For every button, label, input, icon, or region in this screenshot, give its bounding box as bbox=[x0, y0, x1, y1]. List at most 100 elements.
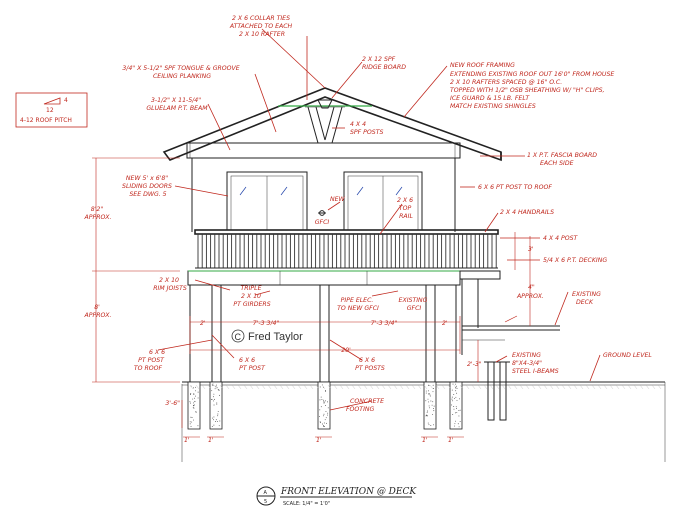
stipple-dot bbox=[427, 422, 429, 424]
stipple-dot bbox=[190, 393, 192, 395]
ground-tick bbox=[591, 384, 596, 390]
stipple-dot bbox=[195, 395, 196, 397]
ground-tick bbox=[483, 384, 488, 390]
ground-tick bbox=[303, 384, 308, 390]
ground-tick bbox=[189, 384, 194, 390]
stipple-dot bbox=[457, 423, 459, 425]
stipple-dot bbox=[451, 389, 453, 391]
note-planking: 3/4" X 5-1/2" SPF TONGUE & GROOVE CEILIN… bbox=[122, 65, 241, 80]
stipple-dot bbox=[323, 413, 325, 415]
stipple-dot bbox=[431, 404, 433, 406]
ground-tick bbox=[429, 384, 434, 390]
ground-tick bbox=[573, 384, 578, 390]
stipple-dot bbox=[327, 412, 329, 414]
stipple-dot bbox=[217, 411, 219, 412]
ground-tick bbox=[657, 384, 662, 390]
ground-tick bbox=[651, 384, 656, 390]
stipple-dot bbox=[458, 415, 460, 417]
stipple-dot bbox=[455, 396, 457, 398]
stipple-dot bbox=[197, 391, 199, 393]
stipple-dot bbox=[428, 424, 430, 426]
stipple-dot bbox=[427, 390, 429, 392]
post-2 bbox=[319, 284, 330, 383]
stipple-dot bbox=[459, 398, 460, 400]
ground-tick bbox=[297, 384, 302, 390]
stipple-dot bbox=[451, 396, 453, 398]
ground-tick bbox=[279, 384, 284, 390]
stipple-dot bbox=[322, 423, 323, 425]
note-post-to-roof: 6 X 6 PT POST TO ROOF bbox=[478, 184, 552, 191]
annotations: 2 X 6 COLLAR TIES ATTACHED TO EACH 2 X 1… bbox=[84, 15, 653, 444]
stipple-dot bbox=[216, 387, 218, 389]
ground-tick bbox=[561, 384, 566, 390]
svg-text:A: A bbox=[264, 490, 268, 496]
ground-tick bbox=[441, 384, 446, 390]
ground-tick bbox=[405, 384, 410, 390]
stipple-dot bbox=[456, 400, 458, 401]
stipple-dot bbox=[195, 390, 196, 392]
note-4in: 4" bbox=[528, 284, 535, 291]
ground-tick bbox=[393, 384, 398, 390]
footing-dimensions: 1'1'1'1'1' bbox=[183, 436, 464, 444]
stipple-dot bbox=[454, 412, 456, 414]
ground-tick bbox=[501, 384, 506, 390]
stipple-dot bbox=[452, 400, 454, 402]
ground-tick bbox=[567, 384, 572, 390]
stipple-dot bbox=[215, 421, 217, 422]
dim-3-6: 3'-6" bbox=[165, 400, 180, 407]
stipple-dot bbox=[324, 419, 326, 421]
stipple-dot bbox=[319, 409, 321, 411]
drawing-title: FRONT ELEVATION @ DECK bbox=[280, 487, 417, 497]
ground-tick bbox=[201, 384, 206, 390]
stipple-dot bbox=[191, 421, 193, 423]
note-new: NEW bbox=[330, 196, 346, 203]
drawing-scale: SCALE: 1/4" = 1'0" bbox=[283, 501, 330, 507]
note-4x4-post: 4 X 4 POST bbox=[543, 235, 579, 242]
stipple-dot bbox=[459, 409, 461, 411]
note-post-left: 6 X 6 PT POST TO ROOF bbox=[134, 349, 167, 372]
stipple-dot bbox=[430, 425, 432, 426]
stipple-dot bbox=[213, 396, 215, 398]
ground-tick bbox=[411, 384, 416, 390]
stipple-dot bbox=[197, 425, 199, 427]
stipple-dot bbox=[214, 388, 216, 390]
ground-tick bbox=[249, 384, 254, 390]
ground-tick bbox=[639, 384, 644, 390]
note-decking: 5/4 X 6 P.T. DECKING bbox=[543, 257, 607, 264]
ridge-post-1 bbox=[307, 106, 319, 144]
ground-tick bbox=[495, 384, 500, 390]
ground-tick bbox=[579, 384, 584, 390]
stipple-dot bbox=[429, 395, 431, 397]
ground-tick bbox=[273, 384, 278, 390]
stipple-dot bbox=[323, 415, 325, 417]
ground-tick bbox=[525, 384, 530, 390]
stipple-dot bbox=[195, 411, 197, 413]
stipple-dot bbox=[429, 394, 431, 396]
stipple-dot bbox=[456, 407, 457, 409]
stipple-dot bbox=[190, 402, 192, 404]
stipple-dot bbox=[190, 394, 191, 395]
note-glulam: 3-1/2" X 11-5/4" GLUELAM P.T. BEAM bbox=[146, 97, 208, 112]
ground-tick bbox=[471, 384, 476, 390]
footing-dim-label: 1' bbox=[448, 437, 454, 444]
ground-tick bbox=[243, 384, 248, 390]
note-gfci: GFCI bbox=[315, 219, 330, 226]
svg-text:12: 12 bbox=[46, 107, 54, 114]
stipple-dot bbox=[427, 415, 429, 417]
stipple-dot bbox=[319, 416, 321, 417]
ridge-board bbox=[317, 99, 333, 109]
stipple-dot bbox=[189, 423, 191, 425]
stipple-dot bbox=[451, 398, 453, 400]
ground-tick bbox=[237, 384, 242, 390]
ground-tick bbox=[645, 384, 650, 390]
ground-tick bbox=[357, 384, 362, 390]
stipple-dot bbox=[193, 402, 195, 404]
stipple-dot bbox=[218, 389, 220, 391]
stipple-dot bbox=[454, 397, 455, 399]
stipple-dot bbox=[213, 419, 215, 421]
ground-tick bbox=[477, 384, 482, 390]
note-collar-ties: 2 X 6 COLLAR TIES ATTACHED TO EACH 2 X 1… bbox=[229, 15, 294, 38]
footing-dim-label: 1' bbox=[208, 437, 214, 444]
stipple-dot bbox=[211, 384, 213, 386]
dim-2-3: 2'-3" bbox=[467, 361, 482, 368]
